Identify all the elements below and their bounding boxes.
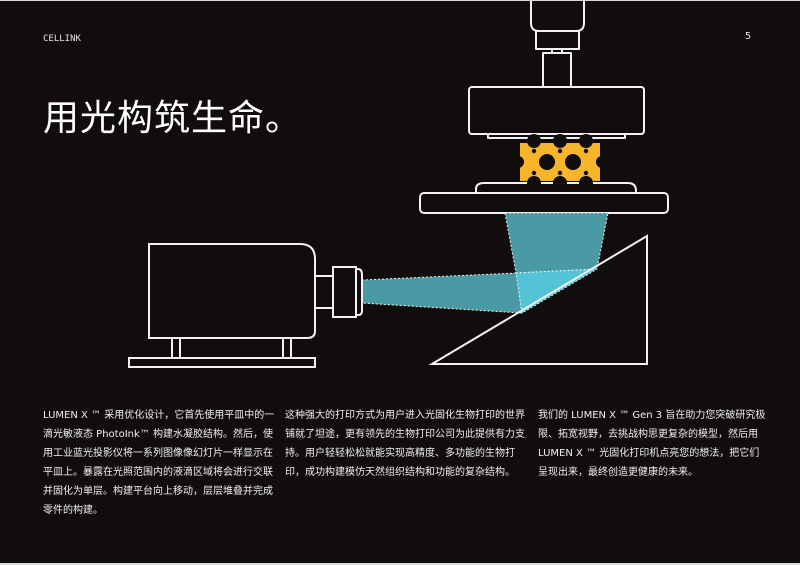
resin-vat-icon: [419, 182, 669, 214]
page-number: 5: [745, 31, 752, 42]
body-column-3: 我们的 LUMEN X ™ Gen 3 旨在助力您突破研究极限、拓宽视野，去挑战…: [538, 410, 766, 478]
body-column-1: LUMEN X ™ 采用优化设计，它首先使用平皿中的一滴光敏液态 PhotoIn…: [43, 410, 275, 516]
mirror-prism-icon: [428, 234, 648, 365]
printed-lattice-icon: [512, 134, 608, 190]
projector-icon: [128, 243, 363, 368]
build-platform-icon: [468, 86, 645, 139]
bioprinter-illustration: [128, 1, 669, 368]
brand-label: CELLINK: [43, 34, 81, 44]
z-axis-arm-icon: [530, 1, 585, 88]
body-column-2: 这种强大的打印方式为用户进入光固化生物打印的世界铺就了坦途，更有领先的生物打印公…: [285, 410, 525, 478]
page-title: 用光构筑生命。: [43, 98, 303, 140]
light-beam: [361, 212, 609, 314]
